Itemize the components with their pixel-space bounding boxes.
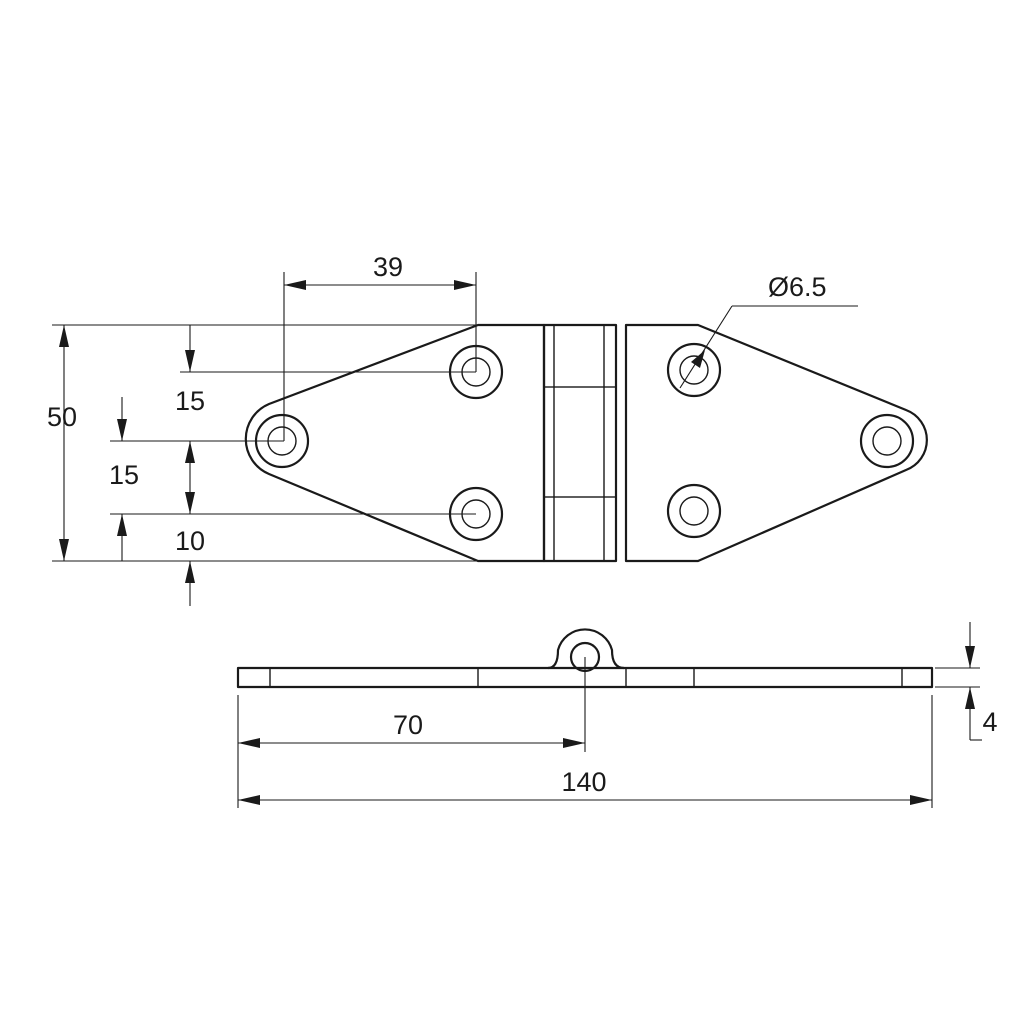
right-leaf (624, 323, 928, 563)
dimension-hole-diameter: Ø6.5 (679, 272, 858, 389)
hole-diameter-value: 6.5 (789, 272, 827, 302)
dimension-upper-offset: 15 (175, 325, 476, 416)
hole-diameter-label: Ø6.5 (768, 272, 827, 302)
total-height-label: 50 (47, 402, 77, 432)
mounting-hole-right-top (666, 342, 722, 398)
dimension-lower-offset: 10 (110, 513, 476, 606)
dimension-hole-spacing: 39 (283, 252, 477, 441)
mounting-hole-right-mid (859, 413, 915, 469)
upper-offset-label: 15 (175, 386, 205, 416)
mounting-hole-right-bottom (666, 483, 722, 539)
hinge-knuckle (542, 323, 618, 563)
dimension-thickness: 4 (935, 622, 998, 741)
thickness-label: 4 (982, 707, 997, 737)
dimension-middle-offset: 15 (109, 397, 284, 514)
dimension-pin-offset: 70 (237, 657, 586, 808)
lower-offset-label: 10 (175, 526, 205, 556)
dimension-total-height: 50 (47, 324, 478, 562)
total-length-label: 140 (561, 767, 606, 797)
hole-spacing-label: 39 (373, 252, 403, 282)
dimension-total-length: 140 (238, 695, 933, 808)
pin-offset-label: 70 (393, 710, 423, 740)
middle-offset-label: 15 (109, 460, 139, 490)
diameter-symbol: Ø (768, 272, 789, 302)
left-leaf (244, 323, 555, 563)
